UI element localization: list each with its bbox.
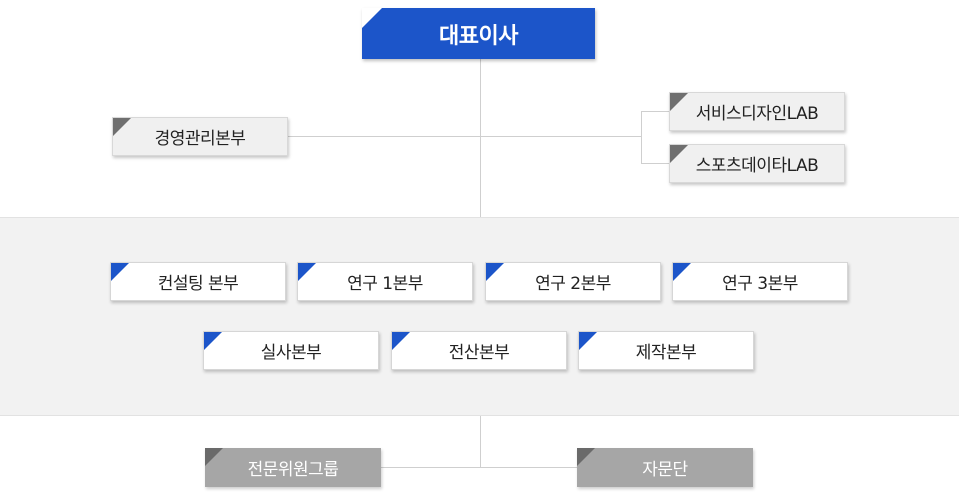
division-box-research-2: 연구 2본부: [485, 262, 661, 301]
lab-label: 스포츠데이타LAB: [695, 156, 819, 176]
ceo-box: 대표이사: [362, 8, 595, 59]
lab-label: 서비스디자인LAB: [695, 104, 819, 124]
division-box-research-1: 연구 1본부: [297, 262, 473, 301]
division-panel: [0, 217, 959, 416]
corner-marker: [673, 263, 691, 281]
advisory-box-advisory-board: 자문단: [577, 448, 753, 487]
lab-box-service-design: 서비스디자인LAB: [669, 92, 845, 131]
division-box-survey: 실사본부: [203, 331, 379, 370]
advisory-label: 자문단: [642, 460, 688, 480]
division-box-computing: 전산본부: [391, 331, 567, 370]
corner-marker: [111, 263, 129, 281]
corner-marker: [204, 332, 222, 350]
connector-ceo-vertical: [480, 59, 481, 217]
division-label: 전산본부: [448, 343, 510, 363]
connector-lab2-stub: [641, 163, 669, 164]
management-label: 경영관리본부: [154, 129, 246, 149]
connector-staff-horizontal: [288, 136, 642, 137]
division-box-production: 제작본부: [578, 331, 754, 370]
connector-advisory-vertical: [480, 416, 481, 468]
advisory-label: 전문위원그룹: [247, 460, 339, 480]
corner-marker: [362, 8, 382, 28]
management-box: 경영관리본부: [112, 117, 288, 156]
advisory-box-expert-group: 전문위원그룹: [205, 448, 381, 487]
corner-marker: [392, 332, 410, 350]
division-label: 연구 1본부: [347, 274, 423, 294]
corner-marker: [298, 263, 316, 281]
connector-labs-vertical: [641, 111, 642, 164]
division-label: 실사본부: [260, 343, 322, 363]
division-label: 제작본부: [635, 343, 697, 363]
corner-marker: [205, 448, 223, 466]
corner-marker: [579, 332, 597, 350]
corner-marker: [577, 448, 595, 466]
lab-box-sports-data: 스포츠데이타LAB: [669, 144, 845, 183]
division-label: 연구 3본부: [722, 274, 798, 294]
connector-lab1-stub: [641, 111, 669, 112]
corner-marker: [670, 145, 688, 163]
ceo-label: 대표이사: [439, 23, 518, 49]
connector-advisory-horizontal: [381, 467, 577, 468]
corner-marker: [113, 118, 131, 136]
division-box-research-3: 연구 3본부: [672, 262, 848, 301]
division-label: 컨설팅 본부: [157, 274, 239, 294]
corner-marker: [486, 263, 504, 281]
division-label: 연구 2본부: [535, 274, 611, 294]
corner-marker: [670, 93, 688, 111]
division-box-consulting: 컨설팅 본부: [110, 262, 286, 301]
